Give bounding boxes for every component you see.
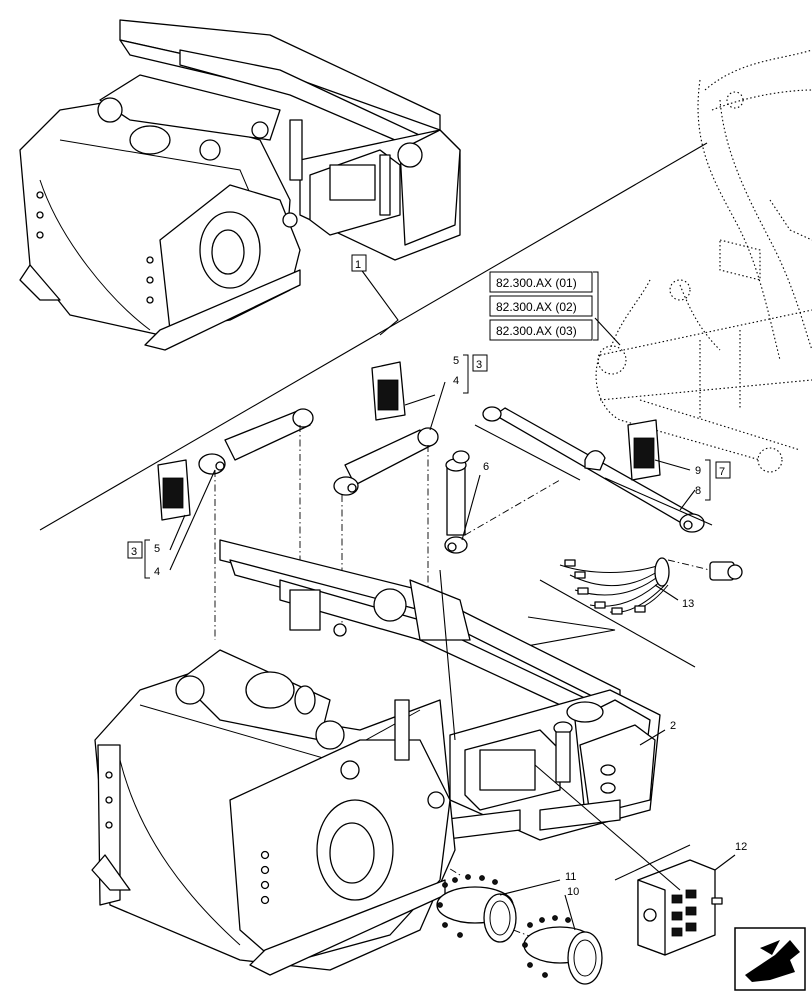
bracket-5-4-top <box>463 354 469 394</box>
leader-1 <box>359 267 399 336</box>
callout-box-7 <box>715 461 731 479</box>
cyl-leader-b <box>604 477 713 526</box>
valve-leader <box>534 764 681 891</box>
reference-box-3[interactable] <box>489 319 593 341</box>
cyl-leader-a <box>474 424 581 481</box>
leader-11 <box>499 879 561 896</box>
leader-4a <box>429 381 446 431</box>
cylinder-left <box>198 408 314 475</box>
leader-8 <box>679 489 696 511</box>
bracket-refs <box>593 271 599 341</box>
leader-2 <box>639 729 666 746</box>
cylinder-6 <box>444 450 470 554</box>
leader-10 <box>564 894 576 931</box>
callout-3a: 3 <box>476 359 482 371</box>
leader-ref <box>594 317 621 346</box>
reference-box-1[interactable] <box>489 271 593 293</box>
top-assembly <box>19 19 461 351</box>
leader-9 <box>654 459 691 471</box>
separator-line <box>39 142 708 531</box>
callout-13: 13 <box>682 598 694 610</box>
reference-2[interactable]: 82.300.AX (02) <box>496 300 577 314</box>
toothed-ring-10 <box>522 915 603 985</box>
harness-line-2 <box>504 616 616 651</box>
leader-13 <box>654 584 679 601</box>
cylinder-middle <box>333 427 439 496</box>
loader-arm-outline <box>595 49 812 473</box>
wiring-harness <box>559 557 743 615</box>
harness-line <box>539 579 696 668</box>
arrow-navigation-icon[interactable] <box>734 927 806 991</box>
valve-leader-2 <box>614 844 691 881</box>
reference-box-2[interactable] <box>489 295 593 317</box>
decal-left <box>157 459 191 521</box>
decal-center <box>371 361 406 421</box>
bracket-5-4-left <box>144 539 150 579</box>
callout-11: 11 <box>565 871 576 883</box>
callout-box-1 <box>351 254 367 272</box>
callout-8: 8 <box>695 485 701 497</box>
callout-box-3a <box>472 354 488 372</box>
callout-3b: 3 <box>131 546 137 558</box>
callout-6: 6 <box>483 461 489 473</box>
hose-leader <box>439 569 456 741</box>
cylinder-long <box>482 406 705 533</box>
reference-1[interactable]: 82.300.AX (01) <box>496 276 577 290</box>
leader-5b <box>169 514 186 551</box>
bracket-9-8 <box>705 459 711 501</box>
decal-right <box>627 419 661 481</box>
callout-5b: 5 <box>154 543 160 555</box>
callout-1: 1 <box>355 259 361 271</box>
callout-4b: 4 <box>154 566 160 578</box>
valve-block-12 <box>637 859 723 956</box>
leader-5a <box>404 394 436 406</box>
callout-10: 10 <box>567 886 579 898</box>
callout-box-3b <box>127 541 143 559</box>
main-assembly <box>91 539 661 976</box>
callout-7: 7 <box>719 466 725 478</box>
callout-9: 9 <box>695 465 701 477</box>
reference-list: 82.300.AX (01) 82.300.AX (02) 82.300.AX … <box>489 271 593 341</box>
leader-4b <box>169 469 216 571</box>
callout-2: 2 <box>670 720 676 732</box>
toothed-ring-11 <box>436 874 517 943</box>
leader-12 <box>714 854 736 871</box>
callout-5a: 5 <box>453 355 459 367</box>
callout-4a: 4 <box>453 375 459 387</box>
leader-6 <box>461 474 481 541</box>
callout-12: 12 <box>735 841 747 853</box>
reference-3[interactable]: 82.300.AX (03) <box>496 324 577 338</box>
